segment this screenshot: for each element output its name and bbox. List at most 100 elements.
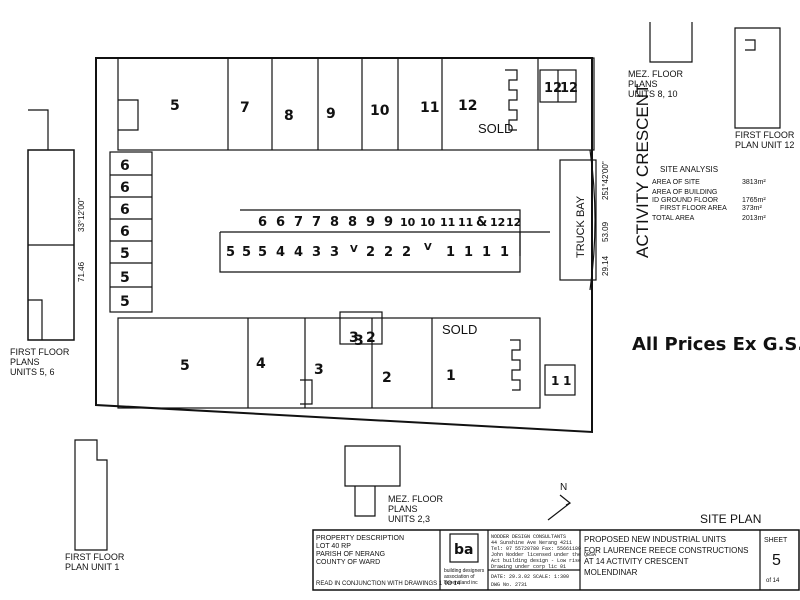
parking-bay: 5 (120, 270, 130, 286)
unit-number: 7 (240, 100, 250, 116)
first-floor-unit-1-line1: FIRST FLOOR (65, 552, 125, 562)
site-plan-label: SITE PLAN (700, 512, 761, 526)
parking-bay: 10 (420, 216, 436, 229)
parking-bay: 5 (258, 245, 267, 260)
parking-bay: 4 (294, 245, 303, 260)
dimension-label: 29.14 (601, 255, 610, 276)
firm-line: Drawing under corp lic 01 (491, 564, 566, 570)
property-description: LOT 40 RP (316, 543, 351, 550)
firm-line: John Nodder licensed under the QBSA (491, 552, 596, 558)
parking-bay: 12 (560, 81, 578, 96)
parking-bay: 9 (384, 215, 393, 230)
firm-line: NODDER DESIGN CONSULTANTS (491, 534, 566, 540)
parking-bay: 3 (312, 245, 321, 260)
parking-bay: 11 (440, 216, 455, 229)
site-analysis-value: 2013m² (742, 215, 766, 222)
project-title: MOLENDINAR (584, 568, 638, 577)
first-floor-units-5-6-line3: UNITS 5, 6 (10, 367, 55, 377)
parking-bay: 2 (384, 245, 393, 260)
dimension-label: 71.46 (77, 261, 86, 282)
firm-line: Tel: 07 55720780 Fax: 55661180 (491, 546, 581, 552)
unit-number: 8 (284, 108, 294, 124)
mez-floor-units-8-10-line2: PLANS (628, 79, 658, 89)
parking-bay: 2 (366, 330, 376, 346)
property-description: PARISH OF NERANG (316, 551, 385, 558)
unit-number: 11 (420, 100, 439, 116)
truck-bay-label: TRUCK BAY (575, 195, 587, 258)
parking-bay: 1 (446, 245, 455, 260)
site-analysis-value: 3813m² (742, 179, 766, 186)
first-floor-units-5-6-line1: FIRST FLOOR (10, 347, 70, 357)
project-title: AT 14 ACTIVITY CRESCENT (584, 557, 689, 566)
unit-number: 3 (354, 333, 364, 349)
sheet-of: of 14 (766, 578, 780, 584)
parking-bay: 1 (482, 245, 491, 260)
parking-bay: 2 (366, 245, 375, 260)
parking-bay: 5 (120, 294, 130, 310)
mez-floor-units-2-3-line2: PLANS (388, 504, 418, 514)
parking-bay: 12 (506, 216, 521, 229)
logo-caption: queensland inc (444, 580, 478, 586)
mez-floor-units-8-10-line3: UNITS 8, 10 (628, 89, 678, 99)
parking-bay: 5 (242, 245, 251, 260)
parking-bay: 6 (258, 215, 267, 230)
property-description: COUNTY OF WARD (316, 559, 380, 566)
parking-bay: 7 (294, 215, 303, 230)
sold-label-top: SOLD (478, 121, 513, 136)
project-title: PROPOSED NEW INDUSTRIAL UNITS (584, 535, 726, 544)
parking-bay: 7 (312, 215, 321, 230)
lower-parking-row: 5 5 5 4 4 3 3 V 2 2 2 V 1 1 1 1 (226, 242, 509, 260)
parking-bay: 1 (551, 374, 559, 388)
parking-bay: 9 (366, 215, 375, 230)
parking-bay: 6 (120, 158, 130, 174)
north-label: N (560, 482, 567, 493)
site-analysis-value: 373m² (742, 205, 763, 212)
logo-caption: building designers (444, 568, 485, 574)
mez-floor-units-2-3-line3: UNITS 2,3 (388, 514, 430, 524)
project-title: FOR LAURENCE REECE CONSTRUCTIONS (584, 546, 748, 555)
parking-bay: 12 (544, 81, 562, 96)
parking-bay: 2 (402, 245, 411, 260)
first-floor-unit-1-line2: PLAN UNIT 1 (65, 562, 119, 572)
parking-bay: 1 (464, 245, 473, 260)
parking-bay: 6 (276, 215, 285, 230)
site-analysis-label: TOTAL AREA (652, 215, 695, 222)
first-floor-unit-12-line1: FIRST FLOOR (735, 130, 795, 140)
parking-bay: 1 (500, 245, 509, 260)
unit-number: 12 (458, 98, 477, 114)
parking-bay: 11 (458, 216, 473, 229)
parking-bay: V (424, 242, 432, 253)
read-note: READ IN CONJUNCTION WITH DRAWINGS 1 TO 1… (316, 581, 461, 587)
mez-floor-units-2-3-line1: MEZ. FLOOR (388, 494, 444, 504)
parking-bay: 6 (120, 224, 130, 240)
first-floor-unit-12-line2: PLAN UNIT 12 (735, 140, 794, 150)
unit-number: 5 (170, 98, 180, 114)
site-analysis-label: ID GROUND FLOOR (652, 197, 718, 204)
parking-bay: 6 (120, 180, 130, 196)
site-analysis-title: SITE ANALYSIS (660, 165, 718, 174)
parking-bay: 12 (490, 216, 505, 229)
parking-bay: 5 (120, 246, 130, 262)
logo-caption: association of (444, 574, 475, 580)
date-row: DATE: 29.3.02 SCALE: 1:300 (491, 574, 569, 580)
sheet-number: 5 (772, 552, 781, 569)
parking-bay: 3 (330, 245, 339, 260)
sheet-label: SHEET (764, 537, 788, 544)
unit-number: 4 (256, 356, 266, 372)
dimension-label: 33°12'00" (77, 198, 86, 232)
logo-mark: ba (454, 542, 473, 558)
first-floor-units-5-6-line2: PLANS (10, 357, 40, 367)
firm-line: 44 Sunshine Ave Nerang 4211 (491, 540, 572, 546)
upper-parking-row: 6 6 7 7 8 8 9 9 10 10 11 11 & 12 12 (258, 215, 521, 230)
property-description: PROPERTY DESCRIPTION (316, 535, 404, 542)
firm-line: Act building design - Low rise (491, 558, 581, 564)
parking-bay: 3 (349, 330, 359, 346)
parking-bay: 5 (226, 245, 235, 260)
unit-number: 2 (382, 370, 392, 386)
unit-number: 10 (370, 103, 390, 119)
site-analysis-label: FIRST FLOOR AREA (660, 205, 727, 212)
sold-label-bottom: SOLD (442, 322, 477, 337)
unit-number: 5 (180, 358, 190, 374)
